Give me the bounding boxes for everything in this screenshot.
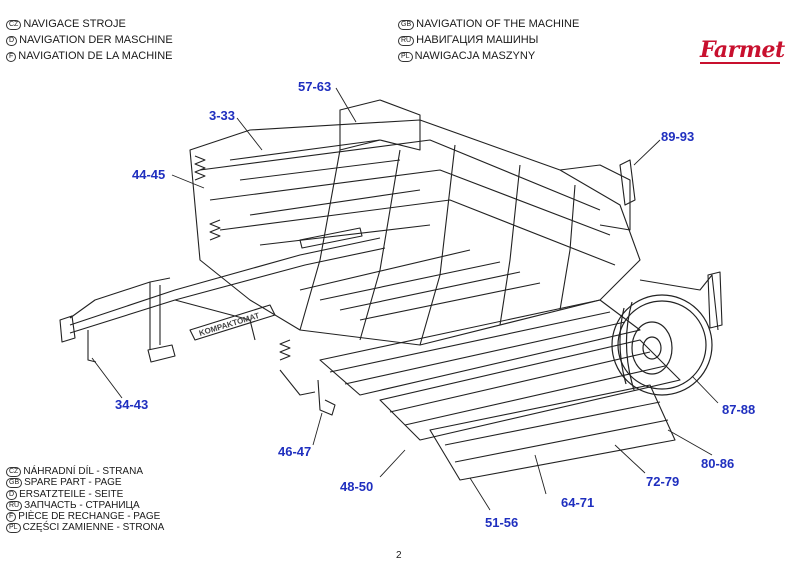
callout-80-86[interactable]: 80-86: [701, 456, 735, 471]
header-text-ru: НАВИГАЦИЯ МАШИНЫ: [416, 34, 539, 46]
lang-code-gb: GB: [398, 20, 415, 30]
callout-leaders: [91, 87, 719, 511]
brand-logo: Farmet: [700, 37, 785, 63]
callout-44-45[interactable]: 44-45: [132, 167, 166, 182]
callout-72-79[interactable]: 72-79: [646, 474, 680, 489]
page-number: 2: [396, 550, 402, 561]
lang-code: F: [6, 512, 17, 523]
callout-57-63[interactable]: 57-63: [298, 79, 332, 94]
legend-text: PIÈCE DE RECHANGE - PAGE: [18, 511, 161, 523]
header-text-gb: NAVIGATION OF THE MACHINE: [416, 18, 580, 30]
callout-89-93[interactable]: 89-93: [661, 129, 695, 144]
brand-underline: [700, 62, 780, 64]
legend-text: NÁHRADNÍ DÍL - STRANA: [23, 466, 143, 477]
callout-51-56[interactable]: 51-56: [485, 515, 519, 530]
lang-code-cz: CZ: [6, 20, 22, 30]
lang-code-pl: PL: [398, 52, 413, 62]
callout-87-88[interactable]: 87-88: [722, 402, 756, 417]
legend-text: SPARE PART - PAGE: [24, 477, 122, 489]
legend-text: ЗАПЧАСТЬ - СТРАНИЦА: [24, 499, 140, 511]
lang-code-f: F: [6, 52, 17, 62]
lang-code: RU: [6, 500, 23, 511]
callout-64-71[interactable]: 64-71: [561, 495, 595, 510]
lang-code: D: [6, 489, 18, 500]
lang-code-ru: RU: [398, 36, 415, 46]
callout-48-50[interactable]: 48-50: [340, 479, 374, 494]
callout-34-43[interactable]: 34-43: [115, 397, 149, 412]
lang-code: CZ: [6, 467, 22, 477]
lang-code: PL: [6, 523, 21, 534]
lang-code: GB: [6, 478, 23, 489]
header-text-cz: NAVIGACE STROJE: [23, 18, 126, 30]
header-text-pl: NAWIGACJA MASZYNY: [414, 50, 536, 62]
callout-3-33[interactable]: 3-33: [209, 108, 236, 123]
legend-text: CZĘŚCI ZAMIENNE - STRONA: [22, 522, 165, 534]
machine-frame: [59, 99, 723, 481]
header-text-d: NAVIGATION DER MASCHINE: [19, 34, 173, 46]
transport-wheel: [611, 294, 713, 396]
header-text-f: NAVIGATION DE LA MACHINE: [18, 50, 173, 62]
lang-code-d: D: [6, 36, 18, 46]
legend-text: ERSATZTEILE - SEITE: [19, 488, 124, 500]
callout-46-47[interactable]: 46-47: [278, 444, 312, 459]
